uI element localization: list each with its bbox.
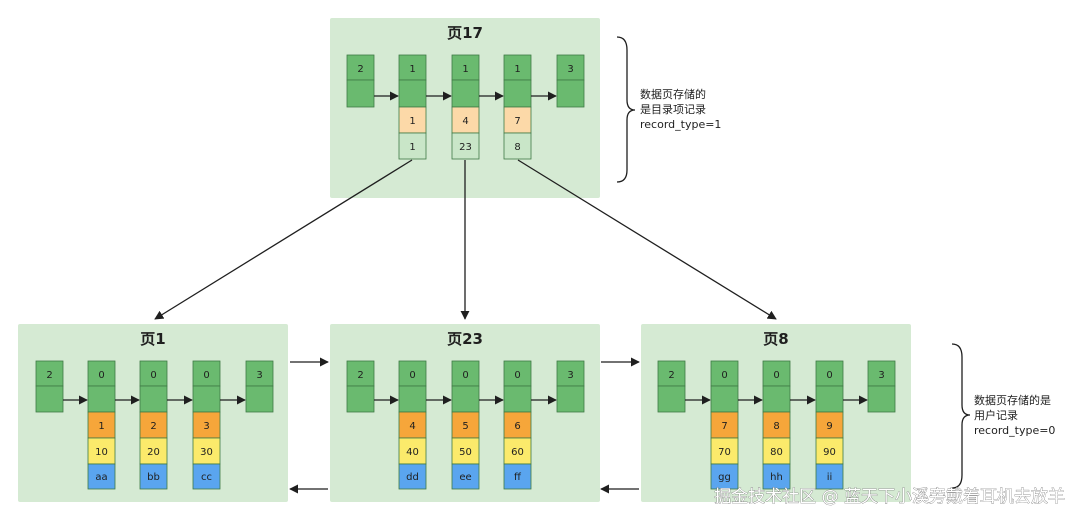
user-record-key: 1 xyxy=(98,421,104,432)
user-record-key: 5 xyxy=(462,421,468,432)
user-record-col2: hh xyxy=(770,472,783,483)
user-record-col1: 40 xyxy=(406,447,419,458)
record-key: 1 xyxy=(409,116,415,127)
page-8-head-label: 0 xyxy=(773,370,779,381)
sibling-links xyxy=(289,357,640,494)
user-record-key: 4 xyxy=(409,421,415,432)
watermark-text: 掘金技术社区 @ 蓝天下小溪旁戴着耳机去放羊 xyxy=(714,487,1065,507)
user-record-key: 9 xyxy=(826,421,832,432)
top-annotation-line: record_type=1 xyxy=(640,118,721,131)
page-17-title: 页17 xyxy=(447,24,483,42)
page-8-head-label: 0 xyxy=(721,370,727,381)
page-23-head-label: 3 xyxy=(567,370,573,381)
user-record-col1: 10 xyxy=(95,447,108,458)
page-1-head-label: 2 xyxy=(46,370,52,381)
user-record-col2: cc xyxy=(201,472,212,483)
leaf-annotation-line: record_type=0 xyxy=(974,424,1055,437)
user-record-col2: ee xyxy=(459,472,471,483)
user-record-col2: dd xyxy=(406,472,419,483)
page-17-head-label: 1 xyxy=(462,64,468,75)
user-record-col1: 80 xyxy=(770,447,783,458)
record-page-pointer: 23 xyxy=(459,142,472,153)
top-annotation: 数据页存储的 是目录项记录 record_type=1 xyxy=(640,87,721,131)
leaf-annotation: 数据页存储的是 用户记录 record_type=0 xyxy=(974,393,1055,437)
page-8-head-label: 2 xyxy=(668,370,674,381)
record-key: 7 xyxy=(514,116,520,127)
arrow-to-page-8 xyxy=(517,159,777,320)
record-page-pointer: 8 xyxy=(514,142,520,153)
record-key: 4 xyxy=(462,116,468,127)
page-23: 页23 2 0 0 0 3 xyxy=(330,324,600,502)
top-annotation-line: 是目录项记录 xyxy=(640,103,706,116)
page-17-head-label: 1 xyxy=(514,64,520,75)
page-17-head-cells: 2 1 1 1 3 xyxy=(346,54,585,108)
leaf-brace xyxy=(951,343,971,489)
page-23-user-records: 4 40 dd 5 50 ee 6 60 ff xyxy=(398,411,532,490)
page-1-title: 页1 xyxy=(140,330,165,348)
leaf-annotation-line: 数据页存储的是 xyxy=(974,393,1051,407)
page-1-head-label: 0 xyxy=(203,370,209,381)
page-1-head-label: 0 xyxy=(98,370,104,381)
page-23-head-cells: 2 0 0 0 3 xyxy=(346,360,585,413)
arrow-to-page-1 xyxy=(154,159,413,320)
user-record-key: 2 xyxy=(150,421,156,432)
page-17-record-rows: 1 1 4 23 7 8 xyxy=(398,106,532,160)
user-record-col1: 90 xyxy=(823,447,836,458)
page-23-title: 页23 xyxy=(447,330,483,348)
page-17-head-label: 2 xyxy=(357,64,363,75)
page-23-head-label: 0 xyxy=(462,370,468,381)
page-1-user-records: 1 10 aa 2 20 bb 3 30 cc xyxy=(87,411,221,490)
user-record-col1: 30 xyxy=(200,447,213,458)
user-record-col2: ff xyxy=(514,472,522,483)
user-record-key: 6 xyxy=(514,421,520,432)
page-17-head-label: 1 xyxy=(409,64,415,75)
page-8-title: 页8 xyxy=(763,330,788,348)
record-page-pointer: 1 xyxy=(409,142,415,153)
user-record-key: 7 xyxy=(721,421,727,432)
user-record-col1: 60 xyxy=(511,447,524,458)
page-8-head-label: 0 xyxy=(826,370,832,381)
user-record-key: 8 xyxy=(773,421,779,432)
page-8: 页8 2 0 0 0 3 xyxy=(641,324,911,502)
page-8-head-label: 3 xyxy=(878,370,884,381)
page-23-head-label: 0 xyxy=(514,370,520,381)
user-record-col2: aa xyxy=(95,472,107,483)
user-record-col1: 70 xyxy=(718,447,731,458)
user-record-col2: gg xyxy=(718,472,731,483)
page-8-user-records: 7 70 gg 8 80 hh 9 90 ii xyxy=(710,411,844,490)
user-record-col2: ii xyxy=(827,472,833,483)
user-record-key: 3 xyxy=(203,421,209,432)
user-record-col2: bb xyxy=(147,472,160,483)
page-1-head-label: 3 xyxy=(256,370,262,381)
page-1: 页1 2 0 0 0 3 xyxy=(18,324,288,502)
page-1-head-label: 0 xyxy=(150,370,156,381)
leaf-annotation-line: 用户记录 xyxy=(974,408,1018,422)
page-23-head-label: 0 xyxy=(409,370,415,381)
tree-arrows xyxy=(154,159,777,320)
top-annotation-line: 数据页存储的 xyxy=(640,87,706,101)
user-record-col1: 50 xyxy=(459,447,472,458)
page-17: 页17 2 1 1 1 3 xyxy=(330,18,600,198)
user-record-col1: 20 xyxy=(147,447,160,458)
page-23-head-label: 2 xyxy=(357,370,363,381)
top-brace xyxy=(616,36,636,183)
page-17-head-label: 3 xyxy=(567,64,573,75)
page-1-head-cells: 2 0 0 0 3 xyxy=(35,360,274,413)
